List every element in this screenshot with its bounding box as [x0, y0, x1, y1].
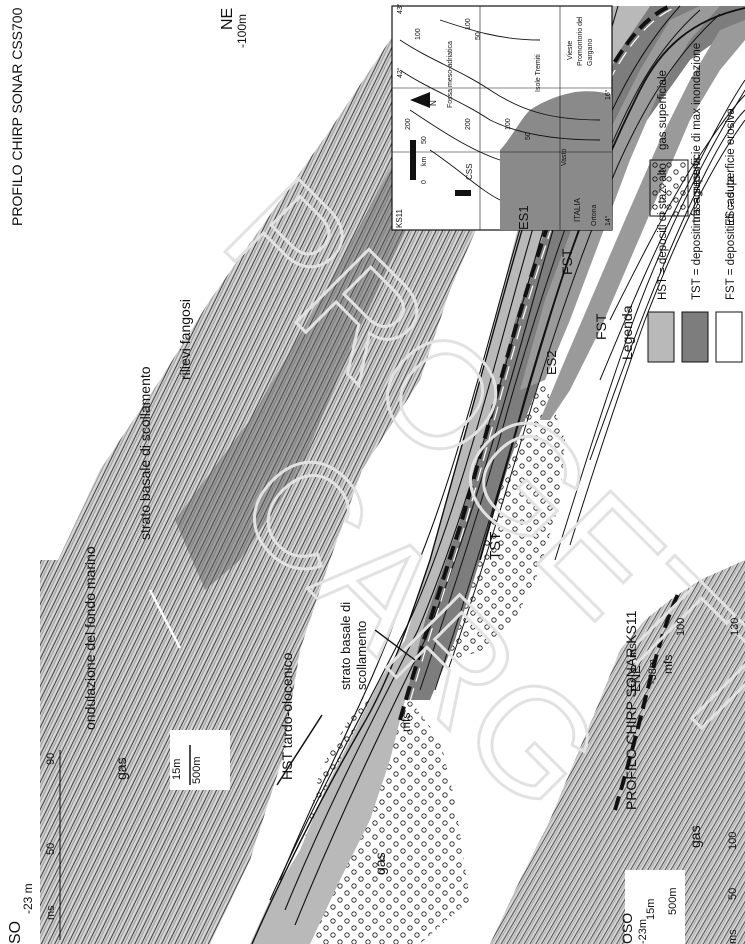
- map-isobath-1: 100: [415, 28, 422, 40]
- top-axis-tick-90: 90: [45, 753, 57, 765]
- top-label-ondulazione: ondulazione del fondo marino: [82, 546, 98, 730]
- bottom-right-tick-130: 130: [729, 618, 741, 636]
- top-profile-title: PROFILO CHIRP SONAR CSS700: [9, 7, 25, 226]
- interp-label-hst: HST tardo-olocenico: [279, 652, 295, 780]
- bottom-right-unit: ms: [627, 643, 639, 658]
- interp-label-strato-1: strato basale di: [338, 602, 353, 690]
- map-isobath-3: 200: [465, 118, 472, 130]
- map-label-ortona: Ortona: [591, 204, 598, 226]
- map-label-italia: ITALIA: [573, 197, 582, 222]
- map-label-ks: KS11: [395, 208, 404, 228]
- map-isobath-2: 200: [405, 118, 412, 130]
- legend-swatch-tst: [682, 312, 708, 362]
- bottom-end-label: ENE: [628, 665, 643, 692]
- map-label-promontorio-1: Promontorio del: [577, 16, 584, 66]
- interp-label-gas: gas: [372, 852, 388, 875]
- legend-title: Legenda: [619, 305, 635, 360]
- map-label-promontorio-2: Gargano: [587, 39, 594, 66]
- top-scale-vertical: 15m: [171, 759, 183, 780]
- map-scalebar: [410, 140, 416, 180]
- map-isobath-4: 100: [505, 118, 512, 130]
- legend-mfs-text: mfs = superficie di max inondazione: [691, 43, 703, 226]
- map-label-vieste: Vieste: [567, 41, 574, 60]
- top-label-rilievi: rilievi fangosi: [177, 299, 193, 380]
- top-axis-unit: ms: [45, 905, 57, 920]
- bottom-mfs-label: mfs: [661, 655, 675, 674]
- map-isobath-7: 100: [465, 18, 472, 30]
- interp-label-es2: ES2: [544, 350, 559, 375]
- map-profile-marker: [455, 190, 471, 196]
- bottom-axis-tick-100: 100: [727, 832, 739, 850]
- legend-swatch-fst: [716, 312, 742, 362]
- map-label-north: N: [429, 100, 438, 106]
- top-end-depth: -100m: [235, 14, 249, 48]
- legend-item-hst: HST = depositi di staz. alto: [657, 163, 669, 300]
- bottom-scale-horizontal: 500m: [667, 887, 679, 915]
- map-label-lat42: 42°: [396, 67, 404, 78]
- bottom-axis-unit: ms: [727, 929, 739, 944]
- map-isobath-5: 50: [525, 132, 532, 140]
- map-label-km50: 50: [421, 136, 428, 144]
- interp-label-tst: TST: [487, 532, 504, 560]
- top-axis-tick-50: 50: [45, 843, 57, 855]
- bottom-axis-tick-50: 50: [727, 888, 739, 900]
- top-end-label: NE: [219, 8, 236, 30]
- interp-label-fst-2: FST: [593, 313, 609, 340]
- map-label-lon14: 14°: [604, 215, 612, 226]
- map-label-lat43: 43°: [396, 3, 404, 14]
- bottom-scale-vertical: 15m: [645, 899, 657, 920]
- bottom-gas-label: gas: [687, 825, 703, 848]
- map-label-lon16: 16°: [604, 89, 612, 100]
- map-label-vasto: Vasto: [561, 149, 568, 166]
- legend-gas-text: gas superficiale: [657, 70, 669, 150]
- legend-swatch-gas: [650, 160, 688, 216]
- top-label-gas: gas: [113, 757, 129, 780]
- top-scale-horizontal: 500m: [191, 756, 203, 784]
- map-isobath-6: 50: [475, 32, 482, 40]
- legend-es-text: ES = superficie erosiva: [725, 107, 737, 226]
- top-label-strato-basale: strato basale di scollamento: [137, 366, 153, 540]
- interp-label-fst-1: FST: [559, 248, 575, 275]
- bottom-start-depth: -23m: [637, 919, 649, 944]
- bottom-right-tick-100: 100: [675, 618, 687, 636]
- top-start-depth: -23 m: [21, 883, 35, 914]
- map-label-css: CSS: [465, 164, 474, 180]
- bottom-end-depth: -58m: [647, 659, 659, 684]
- map-label-isole: Isole Tremiti: [535, 54, 542, 92]
- map-label-km: km: [421, 157, 428, 167]
- interp-label-strato-2: scollamento: [354, 621, 369, 690]
- interp-label-es1: ES1: [516, 205, 531, 230]
- legend-swatch-hst: [648, 312, 674, 362]
- map-label-fossa: Fossa meso-adriatica: [447, 41, 454, 108]
- bottom-start-label: OSO: [619, 913, 635, 944]
- top-start-label: SO: [7, 921, 24, 944]
- map-label-km0: 0: [421, 180, 428, 184]
- interp-label-mfs: mfs: [399, 713, 413, 732]
- bottom-profile-title: PROFILO CHIRP SONAR KS11: [623, 610, 639, 810]
